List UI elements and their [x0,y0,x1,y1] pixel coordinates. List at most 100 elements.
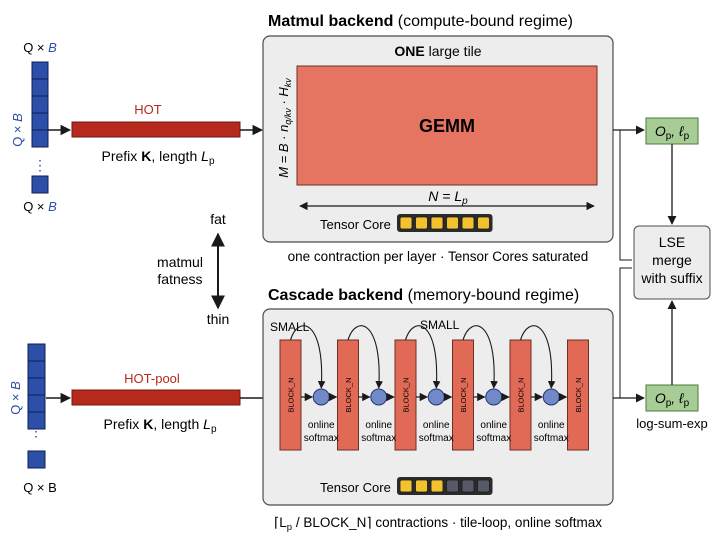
tensor-core-idle [461,479,475,493]
tensor-core-active [446,216,459,230]
online-softmax-node [485,388,503,406]
lse-merge-line2: merge [652,252,692,268]
loop-arc [289,325,326,389]
bottom-hot-label: HOT-pool [124,371,180,386]
online-softmax-label: softmax [476,433,511,444]
tensor-core-idle [477,479,490,493]
cascade-caption: ⌈Lp / BLOCK_N⌉ contractions · tile-loop,… [274,515,602,533]
cascade-small-mid: SMALL [420,318,460,332]
online-softmax-label: online [308,420,335,431]
m-dimension-label: M = B · nq/kv · Hkv [276,78,293,178]
n-dimension-label: N = Lp [428,188,468,207]
gemm-label: GEMM [419,116,475,136]
bottom-query-group: ⋮ Q × B Q × B [8,343,57,495]
top-ellipsis: ⋮ [33,157,47,173]
block-label: BLOCK_N [402,377,411,412]
log-sum-exp-label: log-sum-exp [636,416,708,431]
cascade-small-left: SMALL [270,320,310,334]
tensor-core-active [399,216,413,230]
online-softmax-node [370,388,388,406]
query-cell [27,377,46,396]
matmul-title: Matmul backend (compute-bound regime) [268,13,573,30]
online-softmax-label: online [365,420,392,431]
tensor-core-active [415,479,428,493]
matmul-tensor-core-label: Tensor Core [320,217,391,232]
block-label: BLOCK_N [344,377,353,412]
online-softmax-label: softmax [534,433,569,444]
fatness-top-label: fat [210,211,226,227]
block-label: BLOCK_N [459,377,468,412]
cascade-output-box [645,384,699,412]
bottom-hot-bar [71,389,241,406]
tensor-core-active [477,216,490,230]
query-cell [27,394,46,413]
online-softmax-node [542,388,560,406]
top-hot-bar [71,121,241,138]
loop-arc [404,325,441,389]
online-softmax-node [427,388,445,406]
top-q-bottom-label: Q × B [23,199,57,214]
matmul-tensor-core-strip [397,214,493,232]
query-cell [31,175,49,194]
online-softmax-label: softmax [419,433,454,444]
tensor-core-idle [446,479,459,493]
cascade-panel [262,308,614,506]
block-label: BLOCK_N [517,377,526,412]
loop-arc [519,325,556,389]
query-cell [27,450,46,469]
lse-merge-line3: with suffix [640,270,702,286]
query-cell [31,95,49,114]
online-softmax-label: softmax [304,433,339,444]
fatness-label-line2: fatness [157,271,202,287]
block-label: BLOCK_N [287,377,296,412]
query-cell [31,129,49,148]
online-softmax-label: online [423,420,450,431]
matmul-tile-label: ONE large tile [394,43,481,59]
cascade-tensor-core-strip [397,477,493,495]
query-cell [27,411,46,430]
gemm-tile [296,65,598,186]
lse-merge-line1: LSE [659,234,685,250]
matmul-caption: one contraction per layer · Tensor Cores… [288,249,589,264]
query-cell [31,61,49,80]
bottom-prefix-label: Prefix K, length Lp [104,416,217,435]
top-q-side-label: Q × B [10,113,25,147]
n-label-bg [420,188,476,204]
top-hot-label: HOT [134,102,162,117]
bottom-q-bottom-label: Q × B [23,480,57,495]
tensor-core-active [415,216,428,230]
loop-arc [462,325,498,389]
cascade-tensor-core-label: Tensor Core [320,480,391,495]
block-tile [567,339,589,451]
matmul-side-connector [619,130,632,261]
query-cell [27,360,46,379]
online-softmax-label: online [538,420,565,431]
top-query-group: Q × B ⋮ Q × B Q × B [10,40,57,214]
bottom-q-side-label: Q × B [8,381,23,415]
top-q-top-label: Q × B [23,40,57,55]
query-cell [31,112,49,131]
bottom-query-stack [27,343,46,469]
cascade-pipeline: BLOCK_N BLOCK_N BLOCK_N BLOCK_N BLOCK_N BLOCK… [279,325,589,451]
tensor-core-active [461,216,475,230]
fatness-label-line1: matmul [157,254,203,270]
cascade-output-label: Op, ℓp [655,390,690,409]
lse-merge-box [633,225,711,300]
loop-arc [347,325,383,389]
cascade-title: Cascade backend (memory-bound regime) [268,287,579,304]
online-softmax-node [312,388,330,406]
top-query-stack [31,61,49,194]
fatness-bottom-label: thin [207,311,230,327]
tensor-core-active [430,479,444,493]
bottom-ellipsis: ⋮ [29,423,43,439]
query-cell [27,343,46,362]
query-cell [31,78,49,97]
online-softmax-label: online [480,420,507,431]
tensor-core-active [430,216,444,230]
online-softmax-label: softmax [361,433,396,444]
block-label: BLOCK_N [574,377,583,412]
matmul-output-label: Op, ℓp [655,123,690,142]
tensor-core-active [399,479,413,493]
top-prefix-label: Prefix K, length Lp [102,148,215,167]
